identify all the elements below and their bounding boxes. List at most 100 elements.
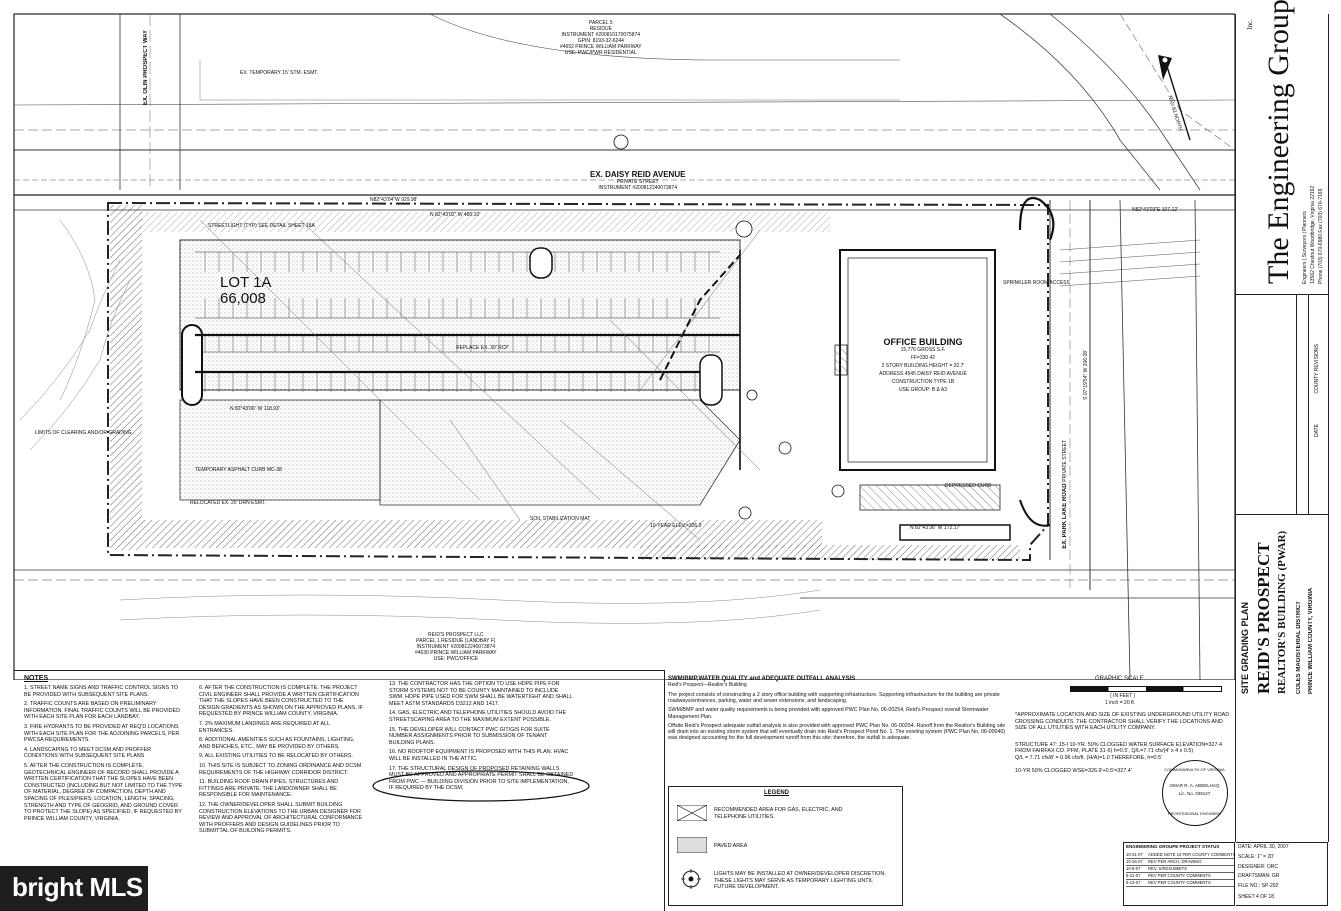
office-building-label: OFFICE BUILDING 15,776 GROSS S.F. FF=330…: [868, 338, 978, 394]
firm-phone: Phone (703) 670-6980 Fax (703) 670-7169: [1318, 188, 1324, 284]
graphic-scale: GRAPHIC SCALE ( IN FEET ) 1 inch = 20 ft…: [1025, 676, 1230, 716]
parcel-top-l3: INSTRUMENT #200810170075874: [561, 32, 641, 38]
project-status-block: ENGINEERING GROUPE PROJECT STATUS 10-31-…: [1123, 842, 1235, 906]
right-note-2: STRUCTURE 47: 15-I 10-YR. 50% CLOGGED WA…: [1015, 741, 1222, 748]
revision-date: 10-26-07: [1126, 859, 1143, 864]
notes-col1: 1. STREET NAME SIGNS AND TRAFFIC CONTROL…: [24, 685, 184, 825]
note-7: 7. 2% MAXIMUM LANDINGS ARE REQUIRED AT A…: [199, 720, 330, 734]
street-park: EX. PARK LAKE ROAD PRIVATE STREET: [1062, 440, 1068, 549]
note-17: 17. THE STRUCTURAL DESIGN OF PROPOSED RE…: [389, 765, 574, 792]
parcel-top-l5: #4652 PRINCE WILLIAM PARKWAY: [560, 44, 642, 50]
note-1: 1. STREET NAME SIGNS AND TRAFFIC CONTROL…: [24, 685, 178, 698]
swm-sub: Reid's Prospect—Realtor's Building: [668, 682, 747, 688]
revision-date: 10-8-07: [1126, 866, 1141, 871]
revision-desc: REV PER COUNTY COMMENTS: [1148, 880, 1211, 885]
sheet-total: 18: [1268, 894, 1275, 900]
note-12: 12. THE OWNER/DEVELOPER SHALL SUBMIT BUI…: [199, 801, 363, 835]
plan-label-curb: DEPRESSED CURB: [945, 483, 992, 489]
firm-block: The Engineering Groupe Inc. Engineers | …: [1236, 0, 1328, 295]
legend-item3: LIGHTS MAY BE INSTALLED AT OWNER/DEVELOP…: [714, 871, 886, 891]
parcel-bottom-l2: PARCEL 1 RESIDUE (LANDBAY F): [416, 638, 496, 644]
bearing-north2: N82°43'04"W 929.98': [370, 197, 418, 203]
lot-name: LOT 1A: [220, 274, 272, 291]
plan-label-mat: SOIL STABILIZATION MAT: [530, 516, 591, 522]
note-5: 5. AFTER THE CONSTRUCTION IS COMPLETE, G…: [24, 762, 183, 822]
street-daisy: EX. DAISY REID AVENUE PRIVATE STREET INS…: [590, 170, 685, 191]
legend-item2: PAVED AREA: [714, 843, 748, 849]
plan-label-asphalt: TEMPORARY ASPHALT CURB MC-38: [195, 467, 282, 473]
seal-l3: Lic. No. 039127: [1178, 791, 1211, 796]
note-10: 10. THIS SITE IS SUBJECT TO ZONING ORDIN…: [199, 762, 362, 776]
street-park-sub: PRIVATE STREET: [1062, 440, 1068, 482]
plan-label-rcp: REPLACE EX. 30' RCP: [456, 345, 509, 351]
note-8: 8. ADDITIONAL AMENITIES SUCH AS FOUNTAIN…: [199, 737, 355, 750]
bearing-east-side: S 07°19'54" W 206.08': [1083, 350, 1089, 400]
parcel-bottom-l4: #4630 PRINCE WILLIAM PARKWAY: [415, 650, 497, 656]
street-daisy-name: EX. DAISY REID AVENUE: [590, 170, 686, 179]
lot-label: LOT 1A 66,008: [220, 275, 271, 307]
draftsman-label: DRAFTSMAN:: [1238, 873, 1271, 879]
office-line5: CONSTRUCTION TYPE 1B: [891, 379, 955, 385]
street-olin: EX. OLIN PROSPECT WAY: [143, 30, 149, 106]
plan-label-drn: RELOCATED EX. 20' DRN ESMT.: [190, 500, 266, 506]
right-note-3: FROM FAIRFAX CO. PFM, PLATE 31-6) h=0.5'…: [1015, 748, 1194, 755]
note-9: 9. ALL EXISTING UTILITIES TO BE RELOCATE…: [199, 753, 353, 760]
office-title: OFFICE BUILDING: [883, 337, 963, 347]
county: PRINCE WILLIAM COUNTY, VIRGINIA: [1308, 587, 1314, 694]
parcel-bottom-l3: INSTRUMENT #200812240073874: [416, 644, 496, 650]
parcel-top: PARCEL 5 RESIDUE INSTRUMENT #20081017007…: [560, 20, 642, 56]
plan-label-streetlight: STREETLIGHT (TYP) SEE DETAIL SHEET 18A: [208, 223, 315, 229]
street-daisy-sub: PRIVATE STREET: [616, 179, 659, 185]
watermark-text: bright MLS: [12, 872, 143, 902]
notes-heading: NOTES: [24, 675, 49, 682]
swm-p2: SWM/BMP and water quality requirements i…: [668, 707, 989, 720]
firm-address: 13562 Chestnut Woodbridge, Virginia 2219…: [1310, 185, 1316, 284]
parcel-top-l2: RESIDUE: [589, 26, 612, 32]
right-note-4: Q/L = 7.71 cfs/8' = 0.96 cfs/ft. (H/A)=1…: [1015, 754, 1163, 761]
note-16-text: 16. NO ROOFTOP EQUIPMENT IS PROPOSED WIT…: [389, 749, 569, 762]
swm-heading: SWM/BMP,WATER QUALITY and ADEQUATE OUTFA…: [668, 676, 856, 682]
notes-section: NOTES 1. STREET NAME SIGNS AND TRAFFIC C…: [14, 670, 665, 911]
title-block: The Engineering Groupe Inc. Engineers | …: [1235, 0, 1329, 842]
legend-paved-swatch: [677, 837, 707, 853]
parcel-bottom-l5: USE: PWC/OFFICE: [433, 656, 479, 662]
draftsman-value: GR: [1271, 873, 1280, 879]
seal-l1: COMMONWEALTH OF VIRGINIA: [1164, 767, 1225, 772]
note-16: 16. NO ROOFTOP EQUIPMENT IS PROPOSED WIT…: [389, 749, 574, 762]
legend-heading: LEGEND: [764, 790, 790, 796]
firm-services: Engineers | Surveyors | Planners: [1302, 211, 1308, 284]
parcel-top-l6: USE: PWC/PWR RESIDENTIAL: [564, 50, 637, 56]
revision-desc: REV. S/RESUBMITS: [1148, 866, 1187, 871]
swm-section: SWM/BMP,WATER QUALITY and ADEQUATE OUTFA…: [668, 676, 1008, 776]
sheet-value: 4: [1255, 894, 1259, 900]
bright-mls-watermark: bright MLS: [0, 866, 148, 911]
legend-hatch-swatch: [677, 805, 707, 821]
street-park-name: EX. PARK LAKE ROAD: [1062, 483, 1068, 549]
graphic-scale-label: GRAPHIC SCALE: [1095, 676, 1144, 682]
status-fields: DATE: APRIL 30, 2007 SCALE: 1" = 20' DES…: [1236, 842, 1328, 906]
note-16-highlight-ellipse: [372, 770, 590, 802]
note-11: 11. BUILDING ROOF DRAIN PIPES, STRUCTURE…: [199, 779, 339, 799]
sheet-title-block: SITE GRADING PLAN REID'S PROSPECT REALTO…: [1236, 514, 1328, 694]
revision-date: 9-21-07: [1126, 873, 1141, 878]
status-heading: ENGINEERING GROUPE PROJECT STATUS: [1126, 844, 1220, 849]
seal-l4: PROFESSIONAL ENGINEER: [1168, 811, 1221, 816]
notes-col2: 6. AFTER THE CONSTRUCTION IS COMPLETE, T…: [199, 685, 364, 838]
sheet-type: SITE GRADING PLAN: [1240, 601, 1250, 694]
notes-col3: 13. THE CONTRACTOR HAS THE OPTION TO USE…: [389, 681, 574, 795]
bearing-south: N 82°43'36" W 172.17': [910, 525, 961, 531]
note-4: 4. LANDSCAPING TO MEET DCSM AND PROFFER …: [24, 746, 152, 760]
note-14: 14. GAS, ELECTRIC AND TELEPHONE UTILITIE…: [389, 710, 567, 723]
county-revisions-label: COUNTY REVISIONS: [1314, 344, 1320, 394]
site-plan-drawing: [13, 13, 1235, 680]
right-note-5: 10-YR 50% CLOGGED WSE=326.9'+0.5'=327.4': [1015, 767, 1132, 774]
office-line3: 2 STORY BUILDING HEIGHT = 32.7': [881, 363, 965, 369]
street-daisy-inst: INSTRUMENT #200812240073874: [598, 185, 677, 191]
note-13: 13. THE CONTRACTOR HAS THE OPTION TO USE…: [389, 681, 573, 707]
revisions-date-label: DATE: [1314, 424, 1320, 437]
building-name: REALTOR'S BUILDING (PWAR): [1276, 530, 1288, 694]
date-value: APRIL 30, 2007: [1253, 844, 1289, 850]
